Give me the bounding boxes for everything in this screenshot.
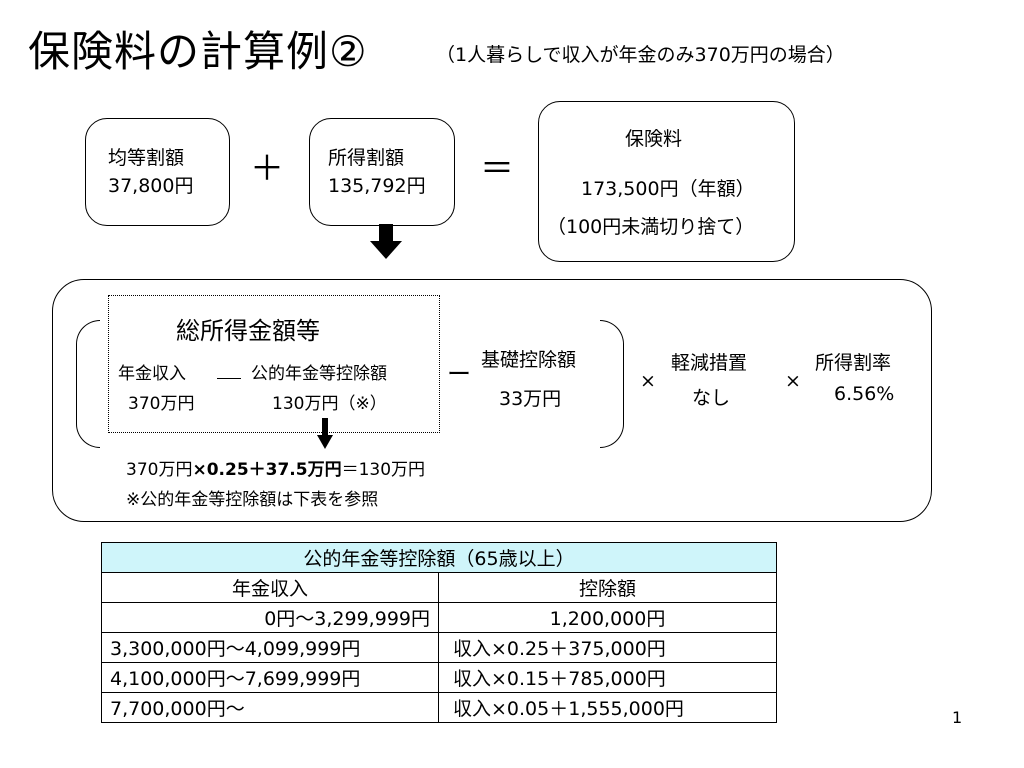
row-deduction: 収入×0.25＋375,000円	[438, 632, 777, 663]
formula-box	[52, 279, 932, 522]
basic-deduction-value: 33万円	[499, 388, 562, 410]
calc-line: 370万円×0.25＋37.5万円＝130万円	[126, 455, 425, 480]
page-title: 保険料の計算例②	[28, 27, 368, 76]
row-income: 3,300,000円～4,099,999円	[101, 632, 439, 663]
basic-deduction-label: 基礎控除額	[481, 349, 577, 371]
premium-note: （100円未満切り捨て）	[547, 216, 755, 238]
total-income-label: 総所得金額等	[176, 317, 320, 345]
table-reference-note: ※公的年金等控除額は下表を参照	[126, 490, 379, 510]
reduction-value: なし	[692, 387, 731, 409]
equal-amount-value: 37,800円	[108, 175, 194, 197]
minus-sign-1: ＿	[217, 354, 241, 382]
col-header-deduction: 控除額	[438, 572, 777, 603]
public-deduction-value: 130万円（※）	[272, 394, 387, 414]
income-amount-box: 所得割額 135,792円	[309, 118, 455, 226]
total-income-box	[108, 295, 440, 433]
plus-sign: ＋	[250, 149, 284, 189]
premium-box: 保険料 173,500円（年額） （100円未満切り捨て）	[538, 101, 795, 262]
row-deduction: 収入×0.15＋785,000円	[438, 662, 777, 693]
rate-value: 6.56%	[834, 383, 895, 405]
reduction-label: 軽減措置	[671, 352, 748, 374]
premium-value: 173,500円（年額）	[581, 178, 755, 200]
equal-amount-label: 均等割額	[108, 147, 185, 169]
table-title: 公的年金等控除額（65歳以上）	[101, 542, 777, 573]
public-deduction-label: 公的年金等控除額	[251, 364, 387, 384]
row-income: 4,100,000円～7,699,999円	[101, 662, 439, 693]
calc-part-b: ×0.25＋37.5万円	[192, 460, 342, 480]
rate-label: 所得割率	[815, 352, 892, 374]
row-income: 0円～3,299,999円	[101, 602, 439, 633]
page-subtitle: （1人暮らしで収入が年金のみ370万円の場合）	[436, 44, 845, 66]
minus-sign-2: ー	[447, 360, 471, 388]
income-amount-label: 所得割額	[328, 147, 405, 169]
row-income: 7,700,000円～	[101, 692, 439, 723]
times-sign-1: ×	[640, 370, 656, 392]
table-row: 0円～3,299,999円 1,200,000円	[101, 602, 777, 633]
col-header-pension-income: 年金収入	[101, 572, 439, 603]
table-row: 3,300,000円～4,099,999円 収入×0.25＋375,000円	[101, 632, 777, 663]
page-number: 1	[952, 708, 963, 727]
left-paren	[76, 320, 100, 448]
table-row: 4,100,000円～7,699,999円 収入×0.15＋785,000円	[101, 662, 777, 693]
pension-income-value: 370万円	[128, 394, 195, 414]
deduction-table: 公的年金等控除額（65歳以上） 年金収入 控除額 0円～3,299,999円 1…	[101, 542, 777, 723]
right-paren	[600, 320, 624, 448]
calc-part-c: ＝130万円	[341, 460, 426, 480]
equal-amount-box: 均等割額 37,800円	[85, 118, 230, 226]
calc-part-a: 370万円	[126, 460, 193, 480]
row-deduction: 収入×0.05＋1,555,000円	[438, 692, 777, 723]
income-amount-value: 135,792円	[328, 175, 426, 197]
row-deduction: 1,200,000円	[438, 602, 777, 633]
pension-income-label: 年金収入	[118, 364, 186, 384]
premium-label: 保険料	[625, 128, 683, 150]
times-sign-2: ×	[785, 370, 801, 392]
small-down-arrow-icon	[317, 418, 333, 449]
down-arrow-icon	[370, 224, 402, 259]
equals-sign: ＝	[480, 149, 514, 189]
table-row: 7,700,000円～ 収入×0.05＋1,555,000円	[101, 692, 777, 723]
